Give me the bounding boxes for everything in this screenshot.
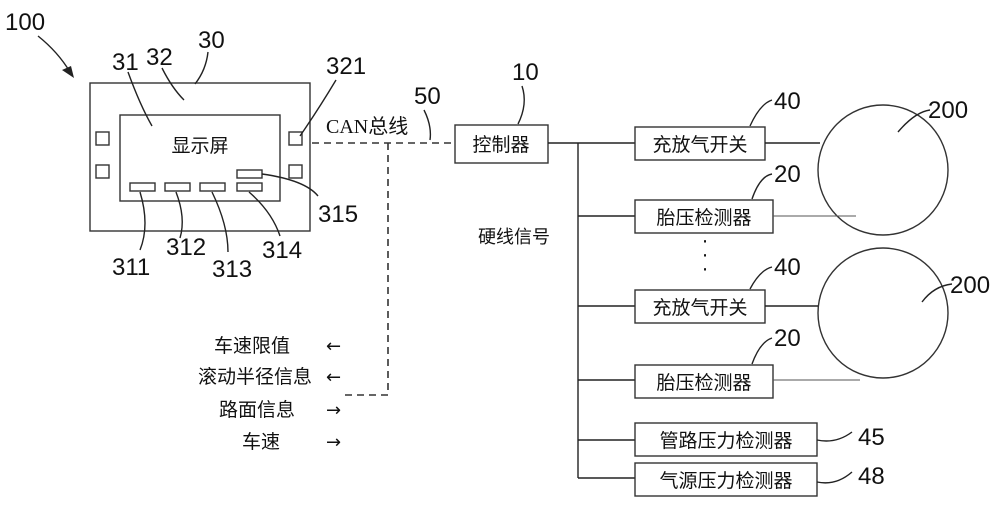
ref-valve-1: 40 xyxy=(774,88,801,115)
ref-connector: 321 xyxy=(326,53,366,80)
valve-box-1 xyxy=(634,126,766,161)
signal-list: 车速限值 ← 滚动半径信息 ← 路面信息 → 车速 → xyxy=(198,335,341,453)
source-sensor-box xyxy=(634,462,818,497)
ref-sensor-2: 20 xyxy=(774,325,801,352)
ref-display: 31 xyxy=(112,49,139,76)
ref-controller-leader xyxy=(517,85,525,125)
ref-panel: 30 xyxy=(198,27,225,54)
ref-source: 48 xyxy=(858,463,885,490)
ref-pipe: 45 xyxy=(858,424,885,451)
soft-key-311[interactable] xyxy=(129,182,156,192)
ref-key-3-leader xyxy=(211,191,229,253)
ellipsis-dot-2: · xyxy=(702,245,708,267)
can-bus-label: CAN总线 xyxy=(326,115,408,138)
ref-key-2-leader xyxy=(175,191,183,239)
valve-label-2: 充放气开关 xyxy=(652,297,747,319)
panel-button-left-bottom[interactable] xyxy=(95,164,110,179)
tire-1 xyxy=(817,104,949,236)
ref-frame-leader xyxy=(161,67,185,101)
ref-key-4-leader xyxy=(248,191,281,237)
ref-key-1-leader xyxy=(139,191,146,251)
soft-key-312[interactable] xyxy=(164,182,191,192)
ref-valve-2-leader xyxy=(749,266,773,290)
ref-panel-leader xyxy=(194,51,209,85)
signal-arrow-1: ← xyxy=(326,336,341,357)
ref-system-leader xyxy=(37,35,71,73)
source-sensor-label: 气源压力检测器 xyxy=(659,470,792,492)
ref-controller: 10 xyxy=(512,59,539,86)
valve-label-1: 充放气开关 xyxy=(652,134,747,156)
ref-key-4: 314 xyxy=(262,237,302,264)
soft-key-313[interactable] xyxy=(199,182,226,192)
ellipsis-dot-3: · xyxy=(702,259,708,281)
ref-tire-2-leader xyxy=(921,283,953,303)
signal-label-2: 滚动半径信息 xyxy=(198,366,312,388)
panel-button-left-top[interactable] xyxy=(95,131,110,146)
can-bus-branch xyxy=(340,143,389,396)
signal-label-3: 路面信息 xyxy=(219,399,295,421)
hardwire-label: 硬线信号 xyxy=(478,227,550,248)
signal-arrow-4: → xyxy=(326,432,341,453)
sensor-label-2: 胎压检测器 xyxy=(656,372,751,394)
controller-box xyxy=(454,124,549,164)
ref-display-leader xyxy=(127,71,153,127)
ref-key-1: 311 xyxy=(112,254,150,281)
ref-bus-leader xyxy=(423,109,432,141)
signal-arrow-3: → xyxy=(326,400,341,421)
ref-sensor-1: 20 xyxy=(774,161,801,188)
ref-key-3: 313 xyxy=(212,256,252,283)
ref-frame: 32 xyxy=(146,44,173,71)
signal-label-4: 车速 xyxy=(242,431,280,453)
sensor-box-2 xyxy=(634,364,774,399)
ref-pipe-leader xyxy=(816,431,853,442)
ref-sensor-1-leader xyxy=(751,173,773,200)
controller-label: 控制器 xyxy=(472,134,529,156)
soft-key-315[interactable] xyxy=(236,169,263,179)
ref-source-leader xyxy=(816,471,853,484)
ref-sensor-2-leader xyxy=(751,337,773,365)
signal-arrow-2: ← xyxy=(326,367,341,388)
ref-bus: 50 xyxy=(414,83,441,110)
tire-2 xyxy=(817,247,949,379)
sensor-label-1: 胎压检测器 xyxy=(656,207,751,229)
ellipsis-dot-1: · xyxy=(702,231,708,253)
signal-label-1: 车速限值 xyxy=(214,335,290,357)
pipe-sensor-box xyxy=(634,422,818,457)
sensor-box-1 xyxy=(634,199,774,234)
panel-button-right-bottom[interactable] xyxy=(288,164,303,179)
pipe-sensor-label: 管路压力检测器 xyxy=(659,430,792,452)
soft-key-314[interactable] xyxy=(236,182,263,192)
ref-valve-2: 40 xyxy=(774,254,801,281)
display-label: 显示屏 xyxy=(171,135,228,157)
ref-key-5-leader xyxy=(261,173,319,197)
ref-tire-1: 200 xyxy=(928,97,968,124)
ref-key-5: 315 xyxy=(318,201,358,228)
ref-key-2: 312 xyxy=(166,234,206,261)
panel-button-right-top[interactable] xyxy=(288,131,303,146)
ref-valve-1-leader xyxy=(749,99,773,127)
ref-system-arrowhead xyxy=(62,66,74,78)
ref-system: 100 xyxy=(5,9,45,36)
ref-tire-1-leader xyxy=(897,109,931,133)
ref-tire-2: 200 xyxy=(950,272,990,299)
ref-connector-leader xyxy=(299,79,337,137)
